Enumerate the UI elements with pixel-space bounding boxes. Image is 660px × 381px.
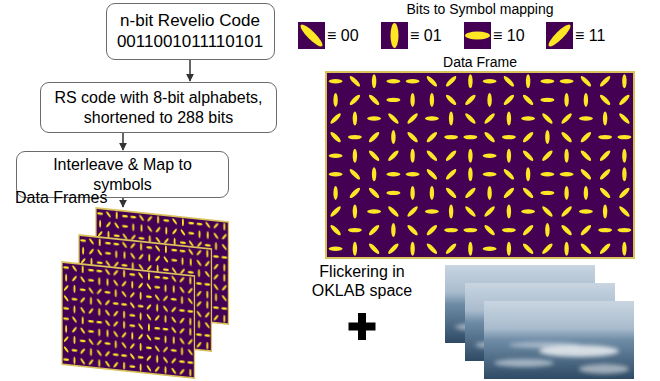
process-box: RS code with 8-bit alphabets, shortened … — [40, 82, 277, 133]
box-text: n-bit Revelio Code — [120, 11, 260, 31]
flicker-note: Flickering in OKLAB space — [302, 262, 422, 300]
bit-value: ≡ 00 — [327, 26, 359, 45]
box-text: Interleave & Map to symbols — [25, 155, 220, 193]
flow-arrow — [189, 60, 191, 81]
flow-arrow — [122, 133, 124, 150]
data-frame: Data Frame — [326, 72, 634, 258]
input-box: n-bit Revelio Code0011001011110101 — [106, 3, 275, 60]
bit-value: ≡ 01 — [410, 26, 442, 45]
frames-stack: Data Frames — [62, 208, 235, 378]
flow-arrow — [122, 198, 124, 207]
symbol-legend — [298, 22, 573, 49]
bit-value: ≡ 10 — [493, 26, 525, 45]
plus-sign — [349, 313, 376, 340]
box-text: 0011001011110101 — [117, 32, 263, 52]
frame-heading: Data Frames — [15, 188, 107, 207]
video-frames — [445, 265, 634, 379]
legend-title: Bits to Symbol mapping — [330, 1, 630, 18]
data-frames-stack — [62, 208, 228, 378]
box-text: RS code with 8-bit alphabets, shortened … — [49, 88, 268, 126]
bit-value: ≡ 11 — [575, 26, 605, 45]
data-frame-figure — [326, 72, 634, 258]
frame-heading: Data Frame — [326, 54, 634, 71]
